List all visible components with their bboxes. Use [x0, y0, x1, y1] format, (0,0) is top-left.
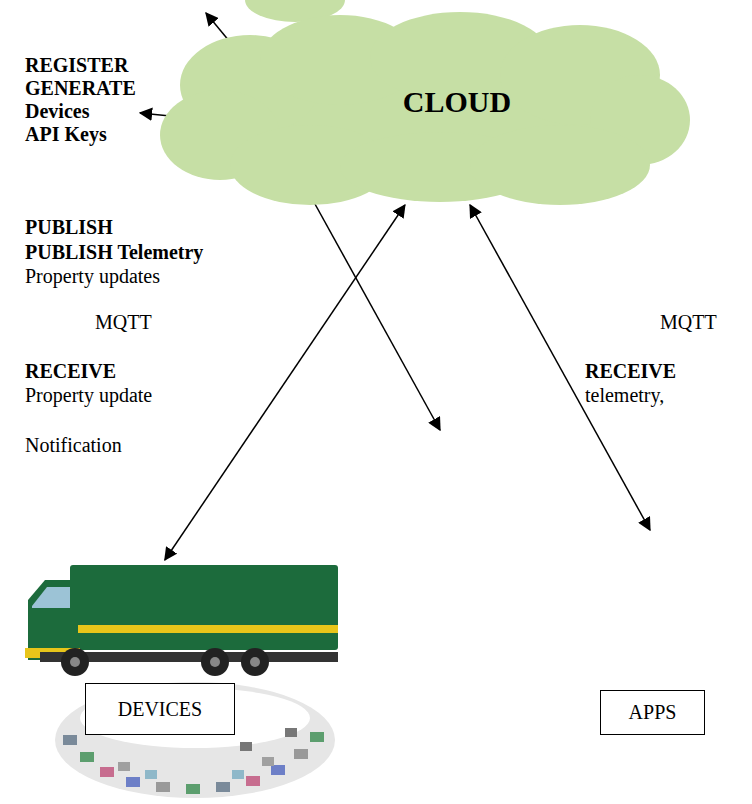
annotation-text: Property updates [25, 265, 160, 288]
collage-tile [246, 776, 260, 786]
cloud-shape: CLOUD [160, 15, 690, 205]
devices-group: DEVICES [25, 560, 340, 740]
collage-tile [186, 784, 200, 794]
annotation-text: Notification [25, 434, 122, 457]
collage-tile [240, 742, 252, 751]
collage-tile [285, 728, 297, 737]
annotation-text: Devices [25, 100, 89, 123]
annotation-text: RECEIVE [585, 360, 676, 383]
collage-tile [262, 757, 274, 766]
annotation-text: PUBLISH Telemetry [25, 241, 203, 264]
annotation-text: PUBLISH [25, 216, 113, 239]
collage-tile [118, 762, 130, 771]
annotation-text: telemetry, [585, 384, 664, 407]
collage-bowl [55, 682, 335, 798]
truck-window [32, 587, 70, 608]
collage-tile [126, 777, 140, 787]
garbage-truck [25, 565, 338, 676]
cloud-label: CLOUD [391, 83, 524, 123]
collage-tile [80, 752, 94, 762]
truck-stripe [70, 625, 338, 633]
truck-wheel [241, 648, 269, 676]
upward-arrow [206, 13, 230, 42]
annotation-text: MQTT [95, 311, 152, 334]
collage-tile [294, 749, 308, 759]
collage-tile [145, 770, 157, 779]
annotation-text: Property update [25, 384, 152, 407]
annotation-text: REGISTER [25, 54, 128, 77]
node-label: DEVICES [85, 683, 235, 735]
annotation-text: RECEIVE [25, 360, 116, 383]
truck-hub [210, 657, 220, 667]
collage-tile [310, 732, 324, 742]
collage-tile [100, 767, 114, 777]
truck-hub [250, 657, 260, 667]
annotation-text: GENERATE [25, 77, 136, 100]
truck-wheel [61, 648, 89, 676]
apps-group: APPS [600, 530, 705, 737]
node-label: APPS [600, 690, 705, 735]
collage-tile [271, 765, 285, 775]
collage-tile [216, 782, 230, 792]
cloud-lobe [470, 125, 650, 205]
collage-tile [156, 782, 170, 792]
device-collage [55, 682, 335, 798]
truck-hub [70, 657, 80, 667]
truck-body [70, 565, 338, 650]
collage-tile [63, 735, 77, 745]
collage-tile [232, 770, 244, 779]
truck-wheel [201, 648, 229, 676]
notification-arrow [310, 195, 440, 430]
annotation-text: API Keys [25, 123, 107, 146]
annotation-text: MQTT [660, 311, 717, 334]
